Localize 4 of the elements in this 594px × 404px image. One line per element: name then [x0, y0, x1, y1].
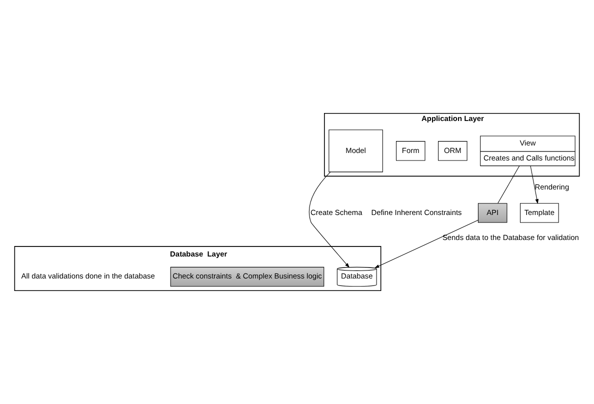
- arrow: [309, 172, 350, 268]
- arrow: [374, 220, 478, 268]
- connector: [498, 166, 520, 204]
- arrow: [530, 166, 539, 204]
